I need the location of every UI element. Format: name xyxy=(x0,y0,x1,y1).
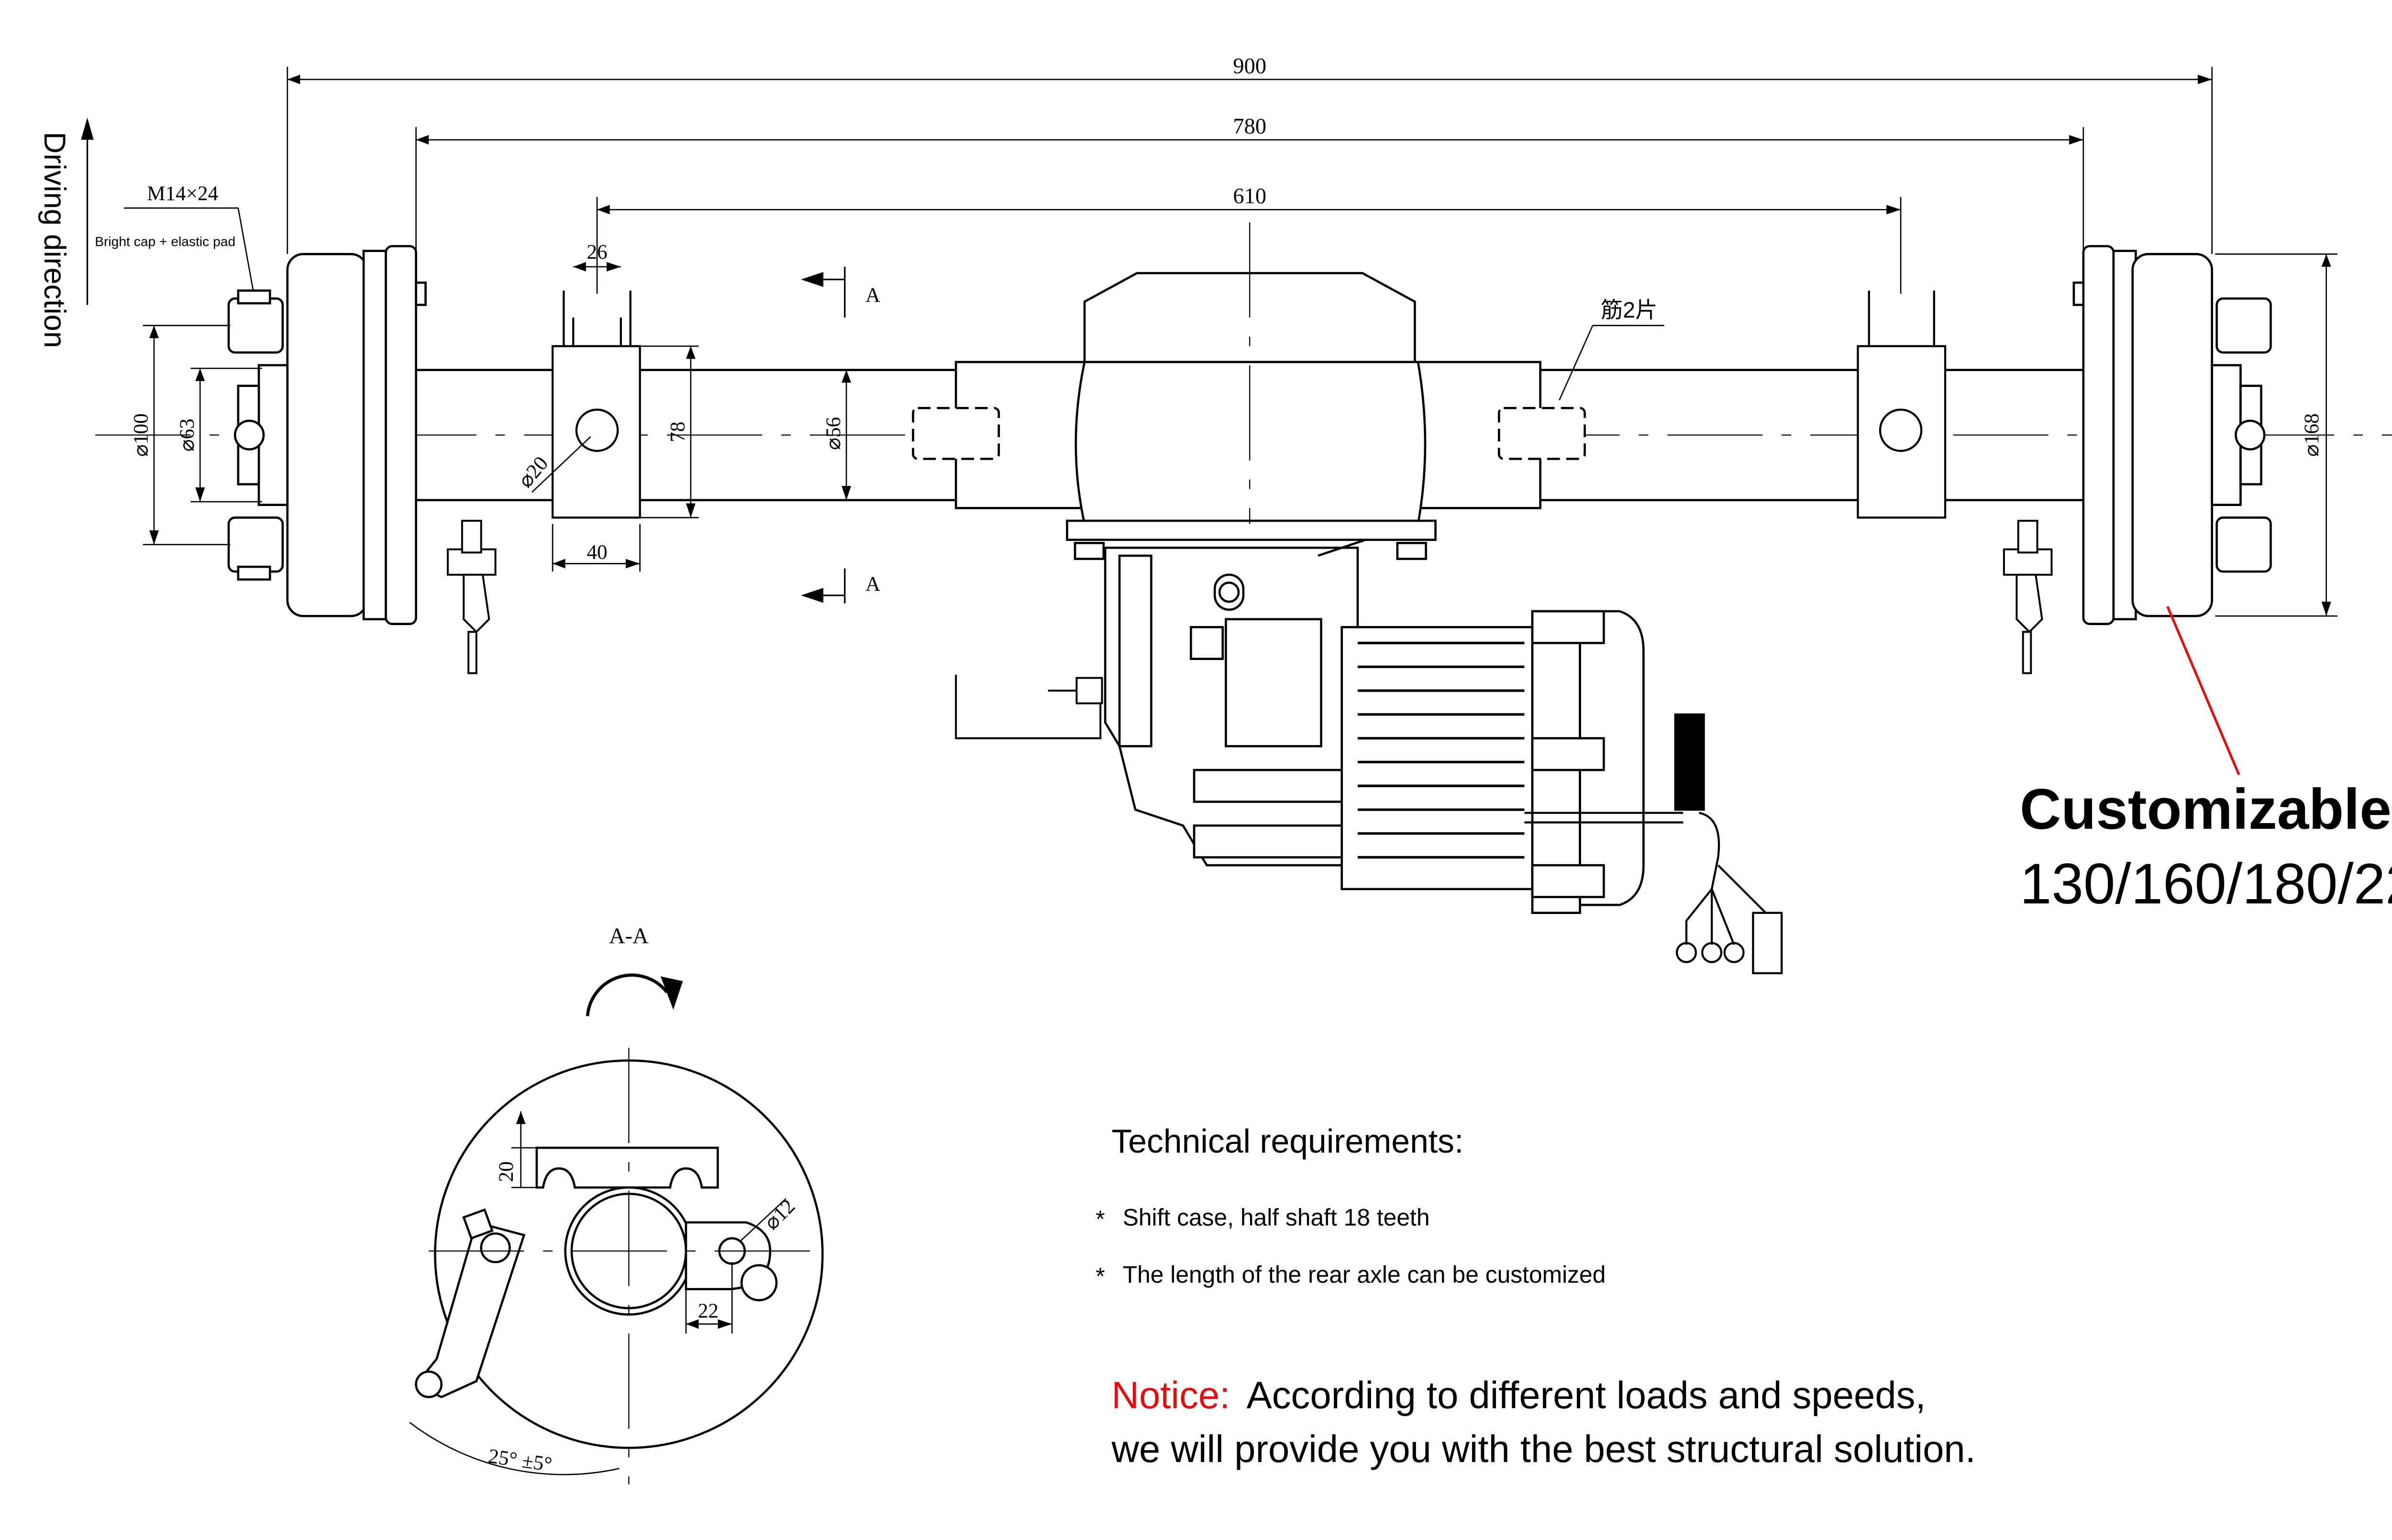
driving-direction-arrow xyxy=(81,117,94,305)
dim-overall-width: 900 xyxy=(1233,54,1266,78)
notice-line-1: According to different loads and speeds, xyxy=(1247,1374,1926,1416)
section-mark-top: A xyxy=(865,284,880,307)
dim-hub-center: ⌀63 xyxy=(176,418,199,451)
left-spring-seat xyxy=(551,290,641,519)
left-hub-dims xyxy=(143,325,262,545)
section-mark-bottom: A xyxy=(865,573,880,595)
motor-cable xyxy=(1524,713,1783,975)
dim-section-angle: 25° ±5° xyxy=(487,1445,554,1476)
dim-hub-bolt-circle: ⌀100 xyxy=(130,413,153,457)
section-view-title: A-A xyxy=(609,924,649,948)
shift-lever xyxy=(955,674,1103,739)
dim-section-20: 20 xyxy=(495,1161,518,1182)
right-spring-seat xyxy=(1857,290,1947,519)
electric-motor xyxy=(1340,610,1645,914)
dim-hub-width: 780 xyxy=(1233,114,1266,139)
right-hub-dims xyxy=(2215,253,2337,617)
section-a-a-view xyxy=(414,1059,824,1449)
tech-bullet-2: * xyxy=(1096,1263,1105,1289)
bolt-note-label: Bright cap + elastic pad xyxy=(95,234,235,249)
rib-note-label: 筋2片 xyxy=(1601,297,1658,322)
customizable-title: Customizable: xyxy=(2020,778,2392,841)
left-wheel-hub xyxy=(227,245,427,625)
section-dims xyxy=(409,1111,786,1475)
dim-bracket-base: 40 xyxy=(587,541,607,564)
dim-drum-dia: ⌀168 xyxy=(2301,413,2323,457)
tech-item-2: The length of the rear axle can be custo… xyxy=(1123,1261,1606,1288)
motor-fins xyxy=(1357,641,1525,859)
dim-bracket-height: 78 xyxy=(667,421,689,442)
notice-line-2: we will provide you with the best struct… xyxy=(1111,1428,1975,1470)
tech-item-1: Shift case, half shaft 18 teeth xyxy=(1123,1204,1430,1231)
left-brake-lever xyxy=(447,519,497,674)
dim-spring-span: 610 xyxy=(1233,184,1266,209)
differential-housing xyxy=(912,272,1586,560)
dim-tube-dia: ⌀56 xyxy=(822,417,845,450)
customizable-options: 130/160/180/220 xyxy=(2020,852,2392,916)
driving-direction-label: Driving direction xyxy=(38,132,71,348)
gearbox xyxy=(1104,539,1370,867)
rotation-arrow-icon xyxy=(586,973,668,1016)
bolt-spec-label: M14×24 xyxy=(147,182,218,205)
right-brake-lever xyxy=(2003,519,2053,674)
section-marks xyxy=(801,266,846,604)
callout-leader xyxy=(2166,606,2240,775)
dim-bracket-width: 26 xyxy=(587,241,607,264)
right-wheel-hub xyxy=(2072,245,2272,625)
notice-label: Notice: xyxy=(1111,1374,1230,1416)
dim-section-22: 22 xyxy=(698,1300,719,1322)
tech-bullet-1: * xyxy=(1096,1206,1105,1232)
tech-heading: Technical requirements: xyxy=(1111,1122,1463,1160)
left-seat-dims xyxy=(532,262,852,572)
